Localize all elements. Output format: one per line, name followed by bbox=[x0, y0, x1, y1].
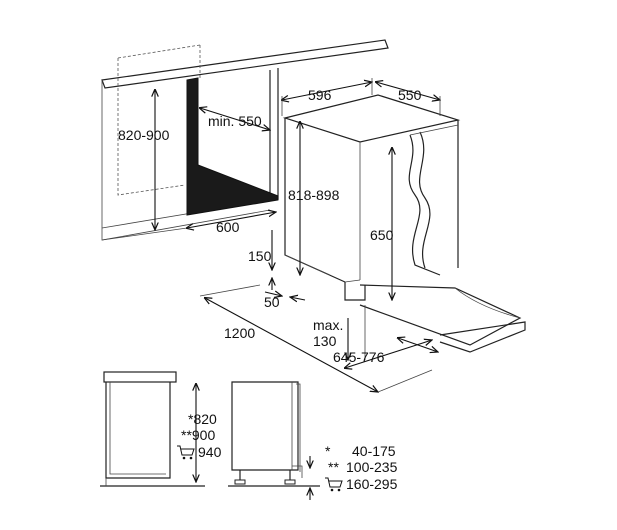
appliance-width-label: 596 bbox=[308, 87, 332, 103]
lower-ranges-legend: * 40-175 ** 100-235 160-295 bbox=[325, 443, 398, 492]
min-depth-label: min. 550 bbox=[208, 113, 262, 129]
max-label: max. bbox=[313, 317, 343, 333]
side-panel bbox=[186, 77, 279, 216]
appliance-height-label: 818-898 bbox=[288, 187, 340, 203]
appliance-drawing bbox=[282, 94, 526, 353]
niche-height-label: 820-900 bbox=[118, 127, 170, 143]
range-3-value: 160-295 bbox=[346, 476, 398, 492]
door-depth-dimension: 645-776 bbox=[333, 338, 438, 368]
plinth-depth-label: 50 bbox=[264, 294, 280, 310]
lower-heights-legend: *820 **900 940 bbox=[177, 411, 222, 460]
door-height-dimension: 650 bbox=[370, 148, 394, 300]
min-depth-dimension: min. 550 bbox=[200, 108, 270, 130]
height-940: 940 bbox=[198, 444, 222, 460]
niche-width-dimension: 600 bbox=[187, 212, 276, 235]
niche-height-dimension: 820-900 bbox=[118, 90, 170, 230]
height-820: *820 bbox=[188, 411, 217, 427]
appliance-depth-label: 550 bbox=[398, 87, 422, 103]
max-value: 130 bbox=[313, 333, 337, 349]
range-1-value: 40-175 bbox=[352, 443, 396, 459]
door-clearance-dimension: 1200 bbox=[199, 284, 433, 392]
cart-icon bbox=[325, 477, 343, 492]
door-depth-label: 645-776 bbox=[333, 349, 385, 365]
plinth-height-dimension: 150 bbox=[248, 230, 272, 290]
door-clearance-label: 1200 bbox=[224, 325, 255, 341]
plinth-height-label: 150 bbox=[248, 248, 272, 264]
lower-cabinet-drawing bbox=[100, 371, 205, 487]
door-height-label: 650 bbox=[370, 227, 394, 243]
appliance-width-dimension: 596 bbox=[282, 78, 372, 116]
appliance-height-dimension: 818-898 bbox=[288, 122, 340, 275]
height-900: **900 bbox=[181, 427, 215, 443]
niche-width-label: 600 bbox=[216, 219, 240, 235]
cart-icon bbox=[177, 445, 195, 460]
appliance-depth-dimension: 550 bbox=[376, 82, 440, 116]
plinth-depth-dimension: 50 bbox=[264, 292, 306, 310]
lower-appliance-drawing bbox=[228, 381, 320, 500]
range-2-mark: ** bbox=[328, 459, 339, 475]
range-2-value: 100-235 bbox=[346, 459, 398, 475]
range-1-mark: * bbox=[325, 443, 331, 459]
